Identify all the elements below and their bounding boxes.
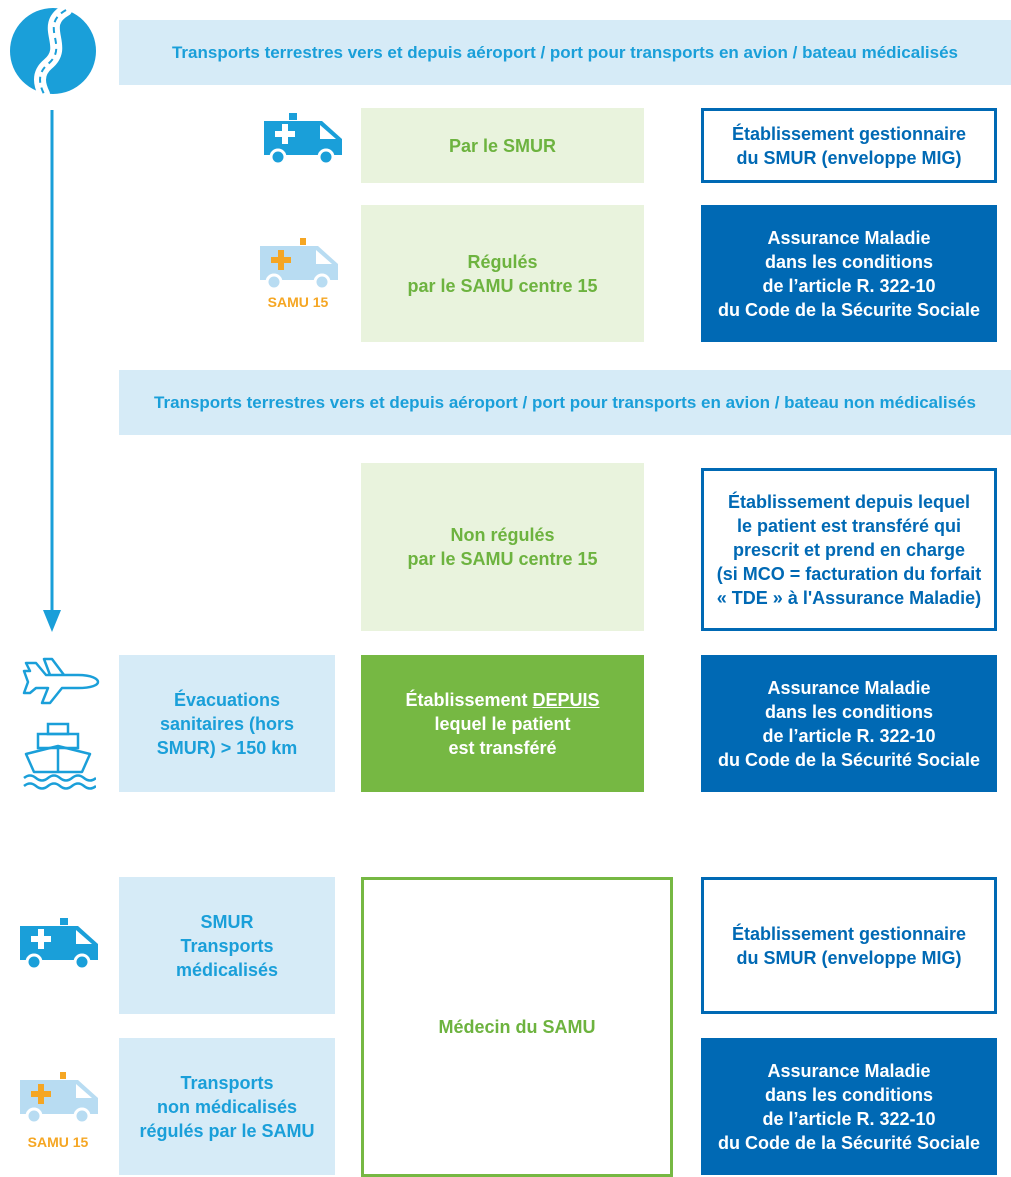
evacuations-right-box: Assurance Maladie dans les conditions de… bbox=[701, 655, 997, 792]
ship-icon bbox=[23, 722, 96, 790]
plane-icon bbox=[22, 657, 100, 705]
evacuations-left-box: Évacuations sanitaires (hors SMUR) > 150… bbox=[119, 655, 335, 792]
smur-right-box: Établissement gestionnaire du SMUR (enve… bbox=[701, 108, 997, 183]
samu-ambulance-icon bbox=[260, 238, 338, 290]
non-regules-right-box: Établissement depuis lequel le patient e… bbox=[701, 468, 997, 631]
road-logo-icon bbox=[10, 6, 96, 96]
evacuations-middle-underlined: DEPUIS bbox=[532, 689, 600, 710]
down-arrow-icon bbox=[43, 110, 61, 632]
samu-15-label: SAMU 15 bbox=[267, 294, 329, 310]
medecin-samu-box: Médecin du SAMU bbox=[361, 877, 673, 1177]
evacuations-middle-pre: Établissement bbox=[405, 689, 533, 710]
samu-15-label: SAMU 15 bbox=[27, 1134, 89, 1150]
banner-medicalises: Transports terrestres vers et depuis aér… bbox=[119, 20, 1011, 85]
regules-middle-box: Régulés par le SAMU centre 15 bbox=[361, 205, 644, 342]
evacuations-middle-box: Établissement DEPUIS lequel le patient es… bbox=[361, 655, 644, 792]
evacuations-middle-post: lequel le patient est transféré bbox=[434, 713, 571, 758]
ambulance-icon bbox=[264, 113, 342, 165]
banner-non-medicalises: Transports terrestres vers et depuis aér… bbox=[119, 370, 1011, 435]
bottom-left-top-box: SMUR Transports médicalisés bbox=[119, 877, 335, 1014]
evacuations-middle-text: Établissement DEPUIS lequel le patient es… bbox=[405, 688, 599, 760]
smur-middle-box: Par le SMUR bbox=[361, 108, 644, 183]
bottom-right-top-box: Établissement gestionnaire du SMUR (enve… bbox=[701, 877, 997, 1014]
samu-ambulance-icon bbox=[20, 1072, 98, 1124]
regules-right-box: Assurance Maladie dans les conditions de… bbox=[701, 205, 997, 342]
non-regules-middle-box: Non régulés par le SAMU centre 15 bbox=[361, 463, 644, 631]
bottom-left-bottom-box: Transports non médicalisés régulés par l… bbox=[119, 1038, 335, 1175]
bottom-right-bottom-box: Assurance Maladie dans les conditions de… bbox=[701, 1038, 997, 1175]
ambulance-icon bbox=[20, 918, 98, 970]
